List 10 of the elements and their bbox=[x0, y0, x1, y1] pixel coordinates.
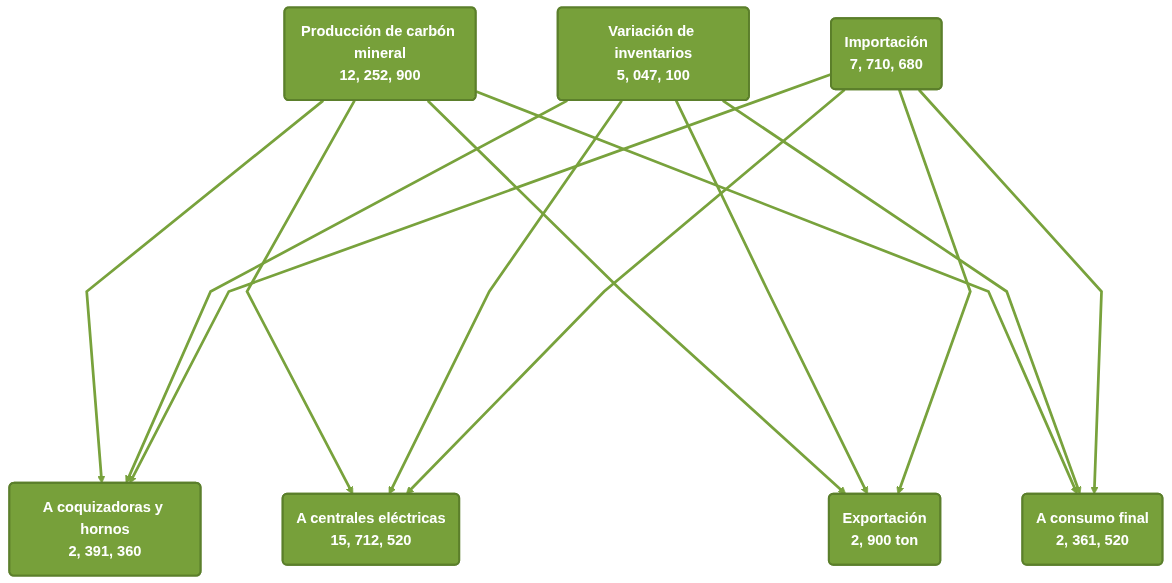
arrow bbox=[245, 100, 356, 495]
arrow bbox=[388, 99, 623, 495]
arrow bbox=[896, 89, 972, 495]
arrow bbox=[125, 99, 568, 484]
arrow bbox=[918, 88, 1103, 495]
arrow bbox=[475, 90, 1079, 495]
arrow bbox=[129, 72, 832, 484]
arrow bbox=[85, 99, 325, 484]
arrow bbox=[722, 99, 1082, 495]
arrow bbox=[675, 100, 869, 495]
